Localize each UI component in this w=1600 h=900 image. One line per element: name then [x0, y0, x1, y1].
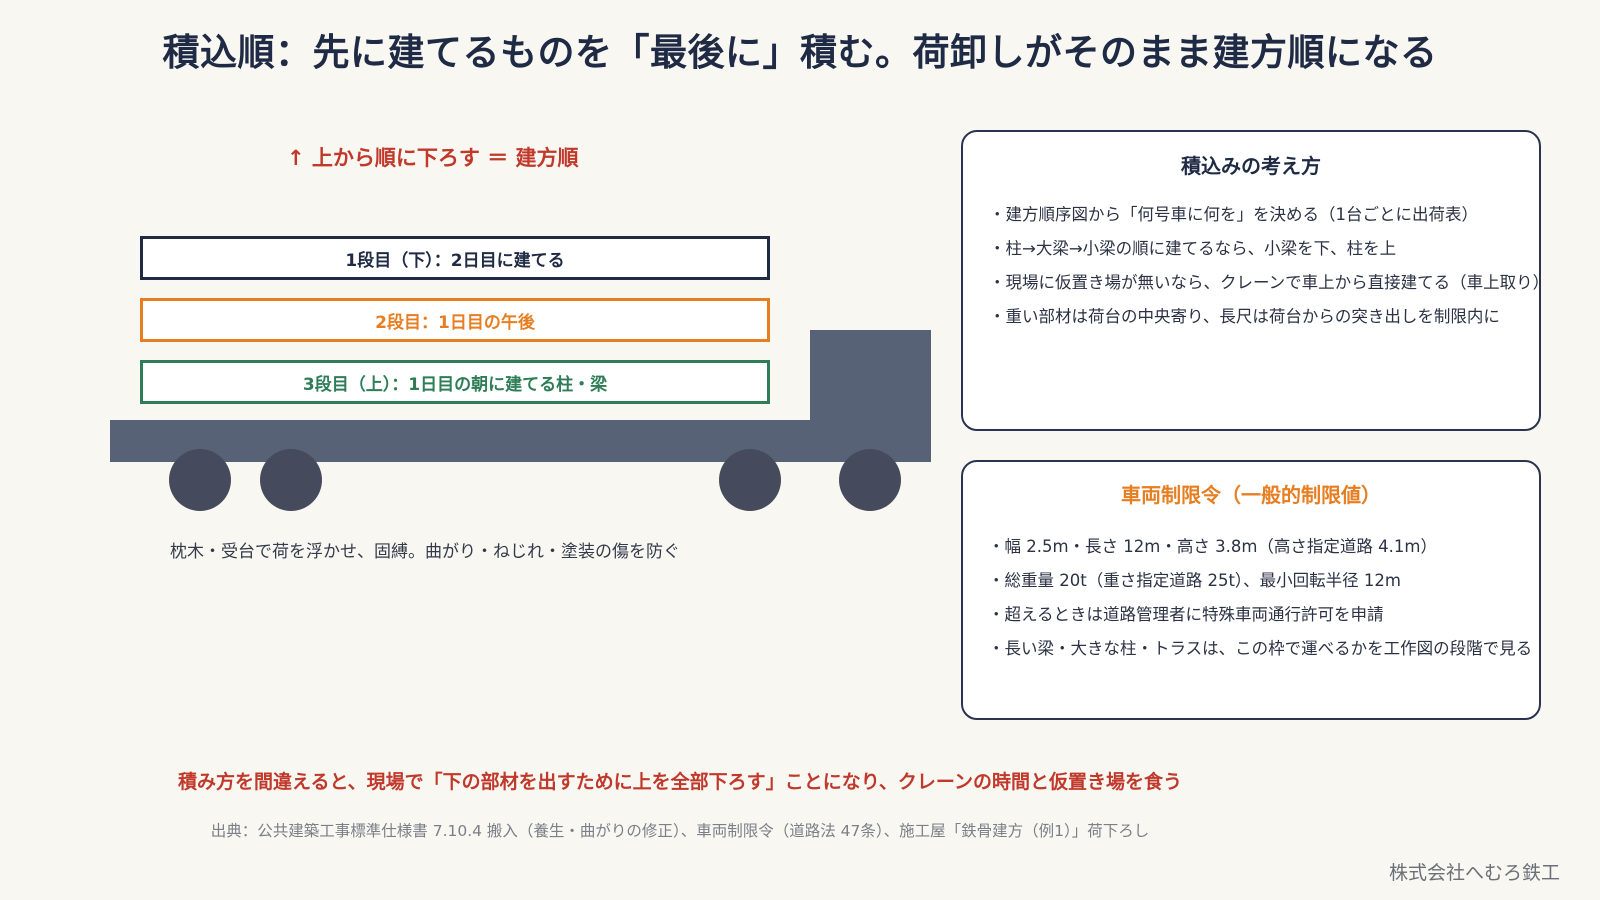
truck-note: 枕木・受台で荷を浮かせ、固縛。曲がり・ねじれ・塗装の傷を防ぐ	[170, 542, 680, 562]
list-item: ・長い梁・大きな柱・トラスは、この枠で運べるかを工作図の段階で見る	[988, 639, 1533, 658]
list-item: ・幅 2.5m・長さ 12m・高さ 3.8m（高さ指定道路 4.1m）	[988, 537, 1437, 556]
list-item: ・現場に仮置き場が無いなら、クレーンで車上から直接建てる（車上取り）	[989, 273, 1550, 292]
list-item: ・柱→大梁→小梁の順に建てるなら、小梁を下、柱を上	[989, 239, 1397, 258]
truck-wheel	[839, 449, 901, 511]
list-item: ・重い部材は荷台の中央寄り、長尺は荷台からの突き出しを制限内に	[989, 307, 1500, 326]
source-citation: 出典：公共建築工事標準仕様書 7.10.4 搬入（養生・曲がりの修正）、車両制限…	[210, 822, 1150, 840]
loading-concept-list: ・建方順序図から「何号車に何を」を決める（1台ごとに出荷表） ・柱→大梁→小梁の…	[989, 198, 1550, 334]
vehicle-limit-list: ・幅 2.5m・長さ 12m・高さ 3.8m（高さ指定道路 4.1m） ・総重量…	[988, 530, 1538, 666]
vehicle-limit-panel: 車両制限令（一般的制限値） ・幅 2.5m・長さ 12m・高さ 3.8m（高さ指…	[961, 460, 1541, 720]
truck-wheel	[169, 449, 231, 511]
list-item: ・建方順序図から「何号車に何を」を決める（1台ごとに出荷表）	[989, 205, 1478, 224]
truck-bed	[110, 420, 810, 462]
truck-wheel	[260, 449, 322, 511]
list-item: ・総重量 20t（重さ指定道路 25t）、最小回転半径 12m	[988, 571, 1401, 590]
warning-text: 積み方を間違えると、現場で「下の部材を出すために上を全部下ろす」ことになり、クレ…	[178, 771, 1182, 793]
list-item: ・超えるときは道路管理者に特殊車両通行許可を申請	[988, 605, 1384, 624]
unload-order-label: ↑ 上から順に下ろす ＝ 建方順	[287, 146, 579, 170]
truck-cab	[810, 330, 931, 462]
company-name: 株式会社へむろ鉄工	[1388, 862, 1560, 884]
page-title: 積込順：先に建てるものを「最後に」積む。荷卸しがそのまま建方順になる	[162, 31, 1438, 74]
panel-title: 積込みの考え方	[1181, 154, 1321, 178]
load-layer-2: 2段目：1日目の午後	[140, 298, 770, 342]
panel-title: 車両制限令（一般的制限値）	[1121, 483, 1381, 507]
load-layer-1: 1段目（下）：2日目に建てる	[140, 236, 770, 280]
load-layer-3: 3段目（上）：1日目の朝に建てる柱・梁	[140, 360, 770, 404]
loading-concept-panel: 積込みの考え方 ・建方順序図から「何号車に何を」を決める（1台ごとに出荷表） ・…	[961, 130, 1550, 431]
truck-wheel	[719, 449, 781, 511]
